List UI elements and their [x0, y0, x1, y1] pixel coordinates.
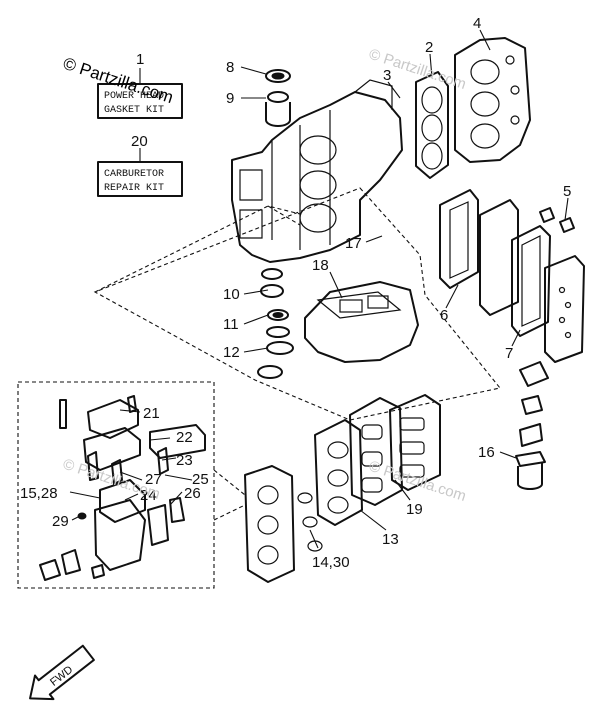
reed-valve	[389, 394, 441, 491]
label-18: 18	[312, 257, 329, 274]
gasket-kit-line2: GASKET KIT	[104, 105, 164, 116]
label-4: 4	[473, 15, 481, 32]
label-15-28: 15,28	[20, 485, 58, 502]
forward-arrow-icon: FWD	[29, 644, 95, 701]
label-12: 12	[223, 344, 240, 361]
label-17: 17	[345, 235, 362, 252]
intake-gasket-13	[314, 419, 363, 526]
intake-manifold-gasket	[244, 465, 295, 583]
label-9: 9	[226, 90, 234, 107]
label-24: 24	[140, 487, 157, 504]
label-26: 26	[184, 485, 201, 502]
label-3: 3	[383, 67, 391, 84]
intake-gasket-19	[349, 397, 403, 506]
label-8: 8	[226, 59, 234, 76]
exhaust-gasket-7	[511, 225, 551, 337]
head-cover	[454, 37, 531, 163]
carburetor-parts	[39, 395, 206, 581]
seal-stack	[257, 69, 294, 379]
label-21: 21	[143, 405, 160, 422]
label-23: 23	[176, 452, 193, 469]
exhaust-gasket-6	[439, 189, 479, 289]
anode-pair	[539, 207, 575, 233]
label-11: 11	[223, 316, 239, 333]
label-2: 2	[425, 39, 433, 56]
leader-lines	[69, 29, 569, 549]
label-27: 27	[145, 471, 162, 488]
label-1: 1	[136, 51, 144, 68]
exhaust-cover	[544, 255, 585, 363]
head-gasket	[415, 71, 449, 179]
label-6: 6	[440, 307, 448, 324]
label-22: 22	[176, 429, 193, 446]
exhaust-plate	[479, 199, 519, 316]
callout-labels: 1 20 2 3 4 5 6 7 8 9 10 11 12 18 17 16 1…	[20, 15, 571, 571]
gasket-kit-line1: POWER HEAD	[104, 91, 164, 102]
label-14-30: 14,30	[312, 554, 350, 571]
label-19: 19	[406, 501, 423, 518]
label-29: 29	[52, 513, 69, 530]
label-25: 25	[192, 471, 209, 488]
label-20: 20	[131, 133, 148, 150]
powerhead-group-outline	[93, 187, 501, 421]
label-10: 10	[223, 286, 240, 303]
carb-kit-line2: REPAIR KIT	[104, 183, 164, 194]
label-13: 13	[382, 531, 399, 548]
thermostat-assembly	[515, 361, 549, 490]
carb-kit-line1: CARBURETOR	[104, 169, 164, 180]
cylinder-block	[231, 79, 403, 263]
watermark-copy-1: © Partzilla.com	[367, 46, 468, 93]
label-7: 7	[505, 345, 513, 362]
label-5: 5	[563, 183, 571, 200]
label-16: 16	[478, 444, 495, 461]
carburetor-group-outline	[17, 381, 246, 589]
lower-case	[304, 281, 419, 363]
